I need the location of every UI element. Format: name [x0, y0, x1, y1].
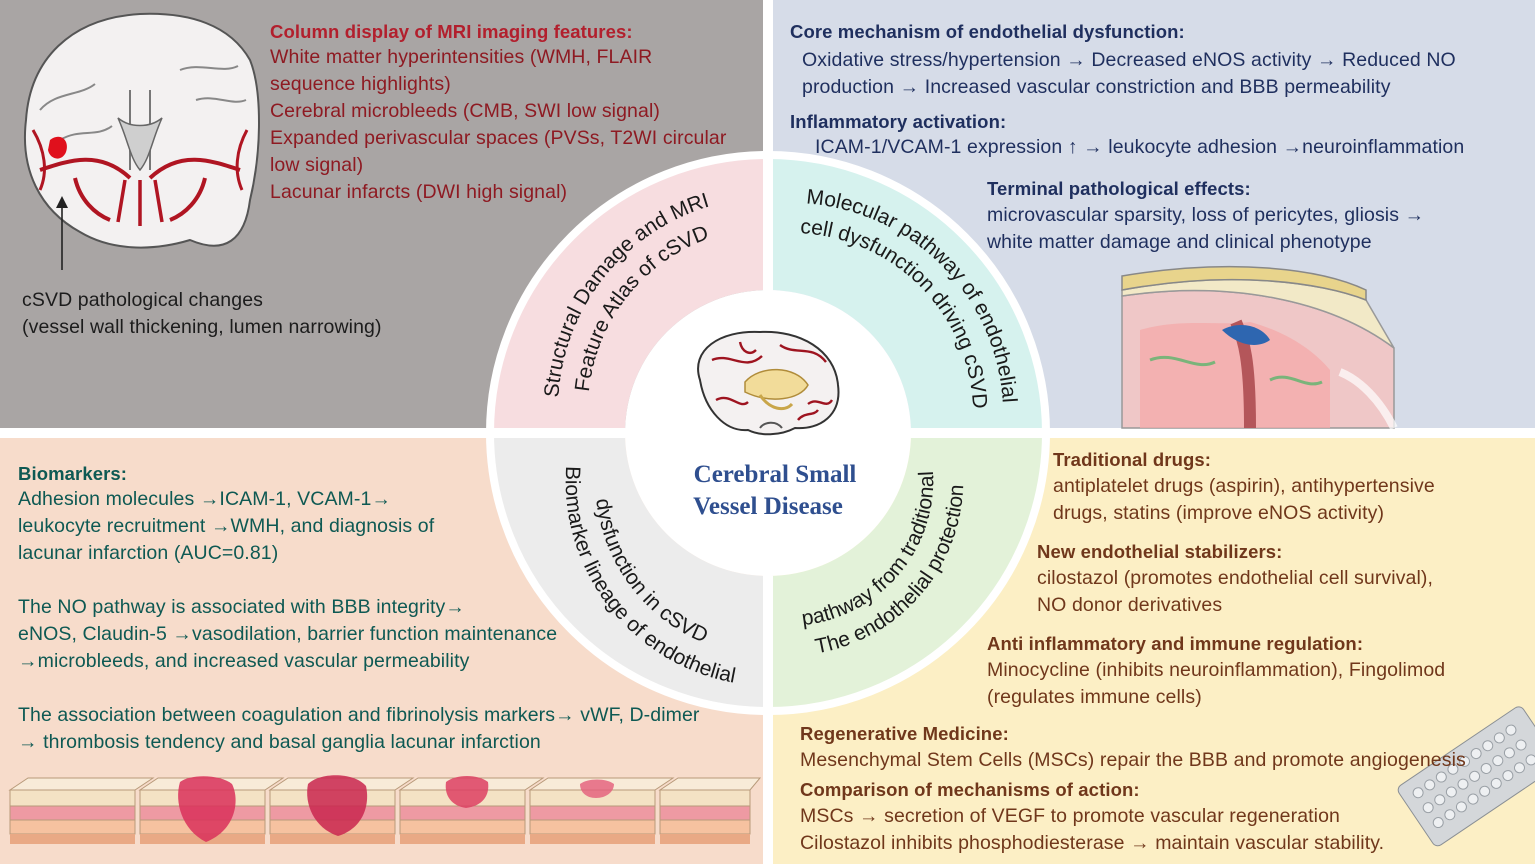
biomarker-line: leukocyte recruitment →WMH, and diagnosi…: [18, 515, 435, 537]
biomarker-line: →microbleeds, and increased vascular per…: [18, 650, 470, 672]
traditional-drugs-line: drugs, statins (improve eNOS activity): [1053, 502, 1385, 524]
pathology-caption-line1: cSVD pathological changes: [22, 289, 263, 311]
regenerative-medicine-line: Mesenchymal Stem Cells (MSCs) repair the…: [800, 749, 1466, 771]
biomarker-line: The association between coagulation and …: [18, 704, 700, 726]
mri-feature-line: low signal): [270, 154, 364, 176]
ring-segment-structural: [490, 155, 768, 433]
endothelial-stabilizers-line: cilostazol (promotes endothelial cell su…: [1037, 567, 1434, 589]
immune-regulation-heading: Anti inflammatory and immune regulation:: [987, 633, 1364, 654]
ring-segment-biomarker: [490, 433, 768, 711]
traditional-drugs-line: antiplatelet drugs (aspirin), antihypert…: [1053, 475, 1435, 497]
mri-features-heading: Column display of MRI imaging features:: [270, 21, 633, 42]
mri-feature-line: Expanded perivascular spaces (PVSs, T2WI…: [270, 127, 727, 149]
regenerative-medicine-heading: Regenerative Medicine:: [800, 723, 1009, 744]
terminal-effects-line: microvascular sparsity, loss of pericyte…: [987, 204, 1425, 226]
vessel-cross-section-illustration: [1121, 265, 1398, 430]
immune-regulation-line: (regulates immune cells): [987, 686, 1202, 708]
terminal-effects-heading: Terminal pathological effects:: [987, 178, 1251, 199]
pill-blister-pack-illustration: [1397, 706, 1535, 847]
sagittal-brain-icon: [697, 330, 840, 436]
inflammatory-activation-line: ICAM-1/VCAM-1 expression ↑ → leukocyte a…: [815, 136, 1465, 158]
mri-feature-line: sequence highlights): [270, 73, 451, 95]
biomarkers-heading: Biomarkers:: [18, 463, 128, 484]
biomarker-line: The NO pathway is associated with BBB in…: [18, 596, 465, 618]
endothelial-stabilizers-line: NO donor derivatives: [1037, 594, 1223, 616]
biomarker-line: eNOS, Claudin-5 →vasodilation, barrier f…: [18, 623, 558, 645]
core-mechanism-heading: Core mechanism of endothelial dysfunctio…: [790, 21, 1185, 42]
traditional-drugs-heading: Traditional drugs:: [1053, 449, 1212, 470]
biomarker-line: Adhesion molecules →ICAM-1, VCAM-1→: [18, 488, 392, 510]
core-mechanism-line: production → Increased vascular constric…: [802, 76, 1391, 98]
pathology-caption-line2: (vessel wall thickening, lumen narrowing…: [22, 316, 382, 338]
vessel-lesion-progression-strip: [8, 775, 762, 844]
center-title-line2: Vessel Disease: [693, 493, 843, 520]
ring-segment-protection: [768, 433, 1046, 711]
biomarker-line: → thrombosis tendency and basal ganglia …: [18, 731, 541, 753]
coronal-brain-illustration: [24, 12, 260, 270]
mri-feature-line: Cerebral microbleeds (CMB, SWI low signa…: [270, 100, 660, 122]
biomarker-line: lacunar infarction (AUC=0.81): [18, 542, 279, 564]
inflammatory-activation-heading: Inflammatory activation:: [790, 111, 1007, 132]
mri-feature-line: White matter hyperintensities (WMH, FLAI…: [270, 46, 653, 68]
immune-regulation-line: Minocycline (inhibits neuroinflammation)…: [987, 659, 1446, 681]
mechanism-comparison-heading: Comparison of mechanisms of action:: [800, 779, 1140, 800]
mechanism-comparison-line: MSCs → secretion of VEGF to promote vasc…: [800, 805, 1341, 827]
mri-feature-line: Lacunar infarcts (DWI high signal): [270, 181, 568, 203]
terminal-effects-line: white matter damage and clinical phenoty…: [987, 231, 1372, 253]
core-mechanism-line: Oxidative stress/hypertension → Decrease…: [802, 49, 1456, 71]
ring-segment-molecular: [768, 155, 1046, 433]
center-title-line1: Cerebral Small: [694, 461, 857, 488]
mechanism-comparison-line: Cilostazol inhibits phosphodiesterase → …: [800, 832, 1385, 854]
endothelial-stabilizers-heading: New endothelial stabilizers:: [1037, 541, 1283, 562]
